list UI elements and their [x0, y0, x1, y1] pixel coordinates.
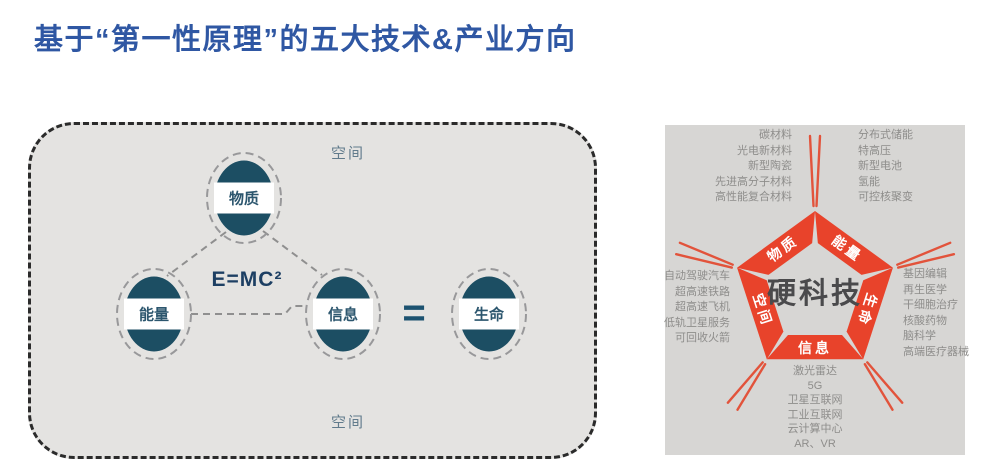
- tech-item: 核酸药物: [903, 314, 947, 327]
- node-energy: 能量: [116, 268, 192, 360]
- tech-item: 分布式储能: [858, 129, 913, 141]
- tech-item: 卫星互联网: [787, 394, 843, 406]
- matter-tech-list: 碳材料 光电新材料 新型陶瓷 先进高分子材料 高性能复合材料: [715, 128, 792, 206]
- node-label-box: [313, 298, 373, 330]
- energy-tech-list: 分布式储能 特高压 新型电池 氢能 可控核聚变: [858, 128, 913, 206]
- tech-item: 低轨卫星服务: [664, 316, 730, 329]
- space-label-top: 空间: [331, 145, 365, 162]
- band-life: [846, 267, 893, 360]
- hard-tech-panel: 信息 空间 物质 能量 生命 硬科技 碳材料 光电新材料 新型陶瓷 先进高分子材…: [664, 125, 969, 455]
- ray-bottom-right-a: [863, 362, 894, 411]
- dashed-ring: [116, 268, 192, 360]
- tech-item: 工业互联网: [787, 408, 843, 421]
- hard-tech-center-label: 硬科技: [767, 277, 863, 310]
- tech-item: 碳材料: [759, 129, 792, 141]
- tech-item: 新型电池: [858, 160, 902, 172]
- node-life: 生命: [451, 268, 527, 360]
- tech-item: 光电新材料: [737, 144, 792, 157]
- tech-item: 可回收火箭: [675, 332, 730, 344]
- tech-item: AR、VR: [794, 437, 836, 450]
- node-label-box: [214, 182, 274, 214]
- connector-energy-info: [191, 305, 307, 315]
- tech-item: 基因编辑: [903, 268, 947, 280]
- node-label-matter: 物质: [229, 190, 259, 208]
- dashed-ring: [305, 268, 381, 360]
- tech-item: 超高速飞机: [675, 301, 730, 313]
- tech-item: 可控核聚变: [858, 191, 913, 203]
- ray-bottom-left-a: [726, 361, 764, 404]
- band-matter: [737, 211, 816, 275]
- band-info: [766, 335, 864, 360]
- tech-item: 新型陶瓷: [748, 160, 792, 172]
- connector-matter-info: [262, 230, 323, 276]
- dashed-ring: [451, 268, 527, 360]
- ray-top-b: [808, 134, 815, 208]
- emc2-formula: E=MC²: [212, 268, 283, 291]
- life-tech-list: 基因编辑 再生医学 干细胞治疗 核酸药物 脑科学 高端医疗器械: [903, 267, 969, 360]
- space-tech-list: 自动驾驶汽车 超高速铁路 超高速飞机 低轨卫星服务 可回收火箭: [664, 269, 730, 347]
- band-energy: [814, 211, 893, 275]
- ray-bottom-right-b: [866, 361, 904, 404]
- tech-item: 氢能: [858, 175, 880, 188]
- radiating-lines: [674, 134, 956, 411]
- tech-item: 先进高分子材料: [715, 175, 792, 188]
- info-tech-list: 激光雷达 5G 卫星互联网 工业互联网 云计算中心 AR、VR: [665, 364, 965, 451]
- connector-matter-energy: [166, 231, 227, 277]
- ray-bottom-left-b: [736, 362, 767, 411]
- tech-item: 激光雷达: [793, 365, 837, 377]
- page-title: 基于“第一性原理”的五大技术&产业方向: [34, 24, 577, 56]
- tech-item: 自动驾驶汽车: [664, 270, 730, 282]
- node-label-energy: 能量: [139, 306, 169, 324]
- space-label-bottom: 空间: [331, 414, 365, 431]
- ray-top-a: [815, 134, 822, 208]
- tech-item: 再生医学: [903, 283, 947, 296]
- equals-sign: =: [402, 291, 425, 335]
- arm-label-info: 信息: [798, 340, 832, 356]
- tech-item: 高性能复合材料: [715, 191, 792, 203]
- tech-item: 脑科学: [903, 330, 936, 342]
- node-label-info: 信息: [328, 306, 358, 324]
- first-principles-panel: 空间 空间 物质 能量: [28, 122, 597, 459]
- hard-tech-pentagon: 信息 空间 物质 能量 生命 硬科技: [674, 134, 956, 411]
- band-space: [737, 267, 784, 360]
- node-matter: 物质: [206, 152, 282, 244]
- dashed-connectors: [166, 230, 323, 315]
- tech-item: 特高压: [858, 144, 891, 157]
- first-principles-diagram: 空间 空间 物质 能量: [116, 145, 527, 431]
- tech-item: 5G: [807, 379, 823, 392]
- tech-item: 高端医疗器械: [903, 345, 969, 358]
- ray-left-b: [674, 252, 734, 269]
- node-info: 信息: [305, 268, 381, 360]
- pentagon-bands: [737, 211, 893, 360]
- node-label-box: [459, 298, 519, 330]
- ray-right-a: [896, 252, 956, 269]
- dashed-ring: [206, 152, 282, 244]
- node-label-life: 生命: [474, 306, 505, 324]
- tech-item: 云计算中心: [787, 423, 843, 435]
- node-label-box: [124, 298, 184, 330]
- ray-right-b: [896, 241, 952, 266]
- tech-item: 超高速铁路: [675, 285, 730, 298]
- ray-left-a: [678, 241, 734, 266]
- tech-item: 干细胞治疗: [903, 299, 958, 311]
